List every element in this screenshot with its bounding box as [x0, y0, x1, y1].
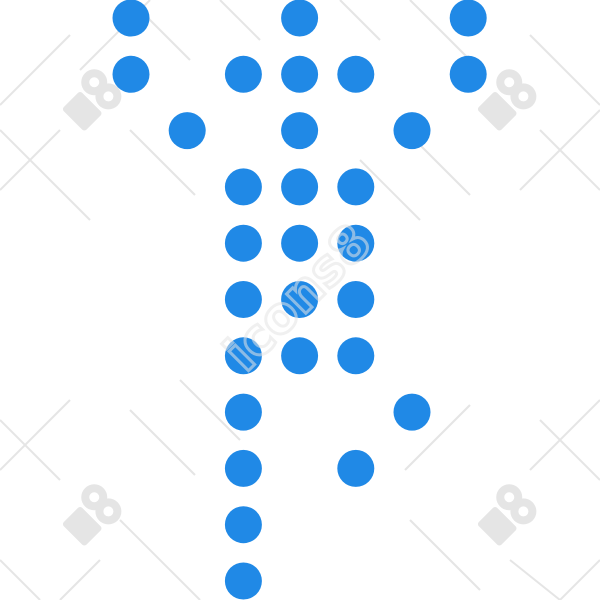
- watermark-line: [219, 0, 261, 41]
- watermark-line: [339, 0, 381, 41]
- dot: [281, 281, 319, 318]
- watermark-line: [529, 399, 600, 471]
- watermark-line: [0, 129, 61, 191]
- dot: [112, 55, 150, 93]
- watermark-line: [0, 559, 41, 600]
- watermark-line: [59, 559, 101, 600]
- dot: [281, 0, 319, 37]
- dot: [281, 337, 319, 375]
- watermark-line: [0, 399, 71, 471]
- dot: [224, 55, 262, 93]
- dot: [449, 0, 487, 37]
- watermark-line: [359, 159, 421, 221]
- dot: [281, 55, 319, 93]
- watermark-line: [539, 129, 600, 191]
- dot: [224, 337, 262, 375]
- dot: [281, 112, 319, 150]
- dot: [112, 0, 150, 37]
- dot: [337, 55, 375, 93]
- watermark-line: [129, 129, 196, 196]
- dot: [224, 449, 262, 487]
- watermark-line: [409, 0, 471, 61]
- dot: [224, 393, 262, 431]
- watermark-logos: [62, 69, 537, 546]
- watermark-line: [119, 519, 201, 600]
- watermark-line: [409, 519, 481, 591]
- dot: [224, 224, 262, 262]
- dot: [393, 393, 431, 431]
- dot: [337, 337, 375, 375]
- watermark-line: [529, 34, 600, 106]
- dot: [337, 281, 375, 318]
- watermark-line: [404, 404, 471, 471]
- watermark-line: [0, 419, 61, 481]
- dot-grid: [112, 0, 487, 600]
- watermark-line: [559, 559, 600, 600]
- dot: [281, 168, 319, 206]
- dot: [168, 112, 206, 150]
- dot: [449, 55, 487, 93]
- dot: [224, 506, 262, 544]
- watermark-line: [509, 559, 561, 600]
- watermark-logo-icon: [477, 484, 537, 546]
- dot: [337, 168, 375, 206]
- dot: [224, 562, 262, 600]
- watermark-line: [0, 129, 91, 221]
- watermark-logo-icon: [477, 69, 537, 131]
- dot: [337, 449, 375, 487]
- dot: [393, 112, 431, 150]
- dot: [224, 168, 262, 206]
- dot: [337, 224, 375, 262]
- watermark-line: [129, 409, 196, 476]
- dot: [224, 281, 262, 318]
- watermark-line: [0, 34, 71, 106]
- watermark-line: [539, 419, 600, 481]
- watermark-logo-icon: [62, 484, 122, 546]
- watermark-line: [179, 379, 241, 441]
- watermark-logo-icon: [62, 69, 122, 131]
- dot: [281, 224, 319, 262]
